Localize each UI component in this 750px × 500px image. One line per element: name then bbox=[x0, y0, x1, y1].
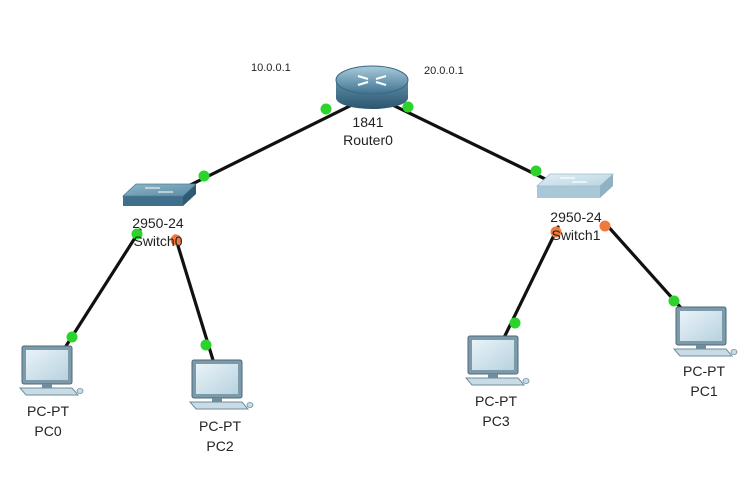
switch1-name-label: Switch1 bbox=[551, 227, 600, 243]
port-light-pc2 bbox=[200, 339, 212, 351]
cable-switch0-pc0[interactable] bbox=[50, 228, 142, 370]
pc2-model-label: PC-PT bbox=[199, 418, 241, 434]
router-top bbox=[335, 65, 409, 95]
router0-name-label: Router0 bbox=[343, 132, 393, 148]
port-light-switch1-pc1 bbox=[599, 220, 611, 232]
cable-router0-switch1[interactable] bbox=[370, 93, 574, 194]
pc2-name-label: PC2 bbox=[206, 438, 233, 454]
port-lights bbox=[66, 101, 680, 351]
switch1-model-label: 2950-24 bbox=[550, 209, 602, 225]
pc1[interactable] bbox=[673, 306, 738, 357]
port-light-switch1-uplink bbox=[530, 165, 542, 177]
switch0-top bbox=[121, 183, 198, 197]
cable-switch0-pc2[interactable] bbox=[173, 234, 215, 362]
pc0-name-label: PC0 bbox=[34, 423, 61, 439]
switch1-top bbox=[535, 173, 615, 187]
switch0-model-label: 2950-24 bbox=[132, 215, 184, 231]
ip-label-left: 10.0.0.1 bbox=[251, 62, 291, 74]
pc3-name-label: PC3 bbox=[482, 413, 509, 429]
switch0-side bbox=[183, 184, 196, 206]
switch1[interactable] bbox=[535, 173, 615, 198]
ip-label-right: 20.0.0.1 bbox=[424, 65, 464, 77]
router0-model-label: 1841 bbox=[352, 114, 383, 130]
pc3-computer-icon bbox=[465, 335, 530, 386]
port-light-switch0-pc2 bbox=[170, 234, 182, 246]
pc3-model-label: PC-PT bbox=[475, 393, 517, 409]
labels: 10.0.0.1 20.0.0.1 1841 Router0 2950-24 S… bbox=[27, 62, 725, 454]
router0[interactable] bbox=[335, 65, 409, 109]
pc1-model-label: PC-PT bbox=[683, 363, 725, 379]
pc1-name-label: PC1 bbox=[690, 383, 717, 399]
switch1-side bbox=[600, 174, 613, 198]
port-light-pc1 bbox=[668, 295, 680, 307]
port-light-switch1-pc3 bbox=[550, 226, 562, 238]
port-light-pc0 bbox=[66, 331, 78, 343]
port-light-router0-left bbox=[320, 103, 332, 115]
switch0-front bbox=[123, 196, 183, 206]
port-light-switch0-uplink bbox=[198, 170, 210, 182]
switch0-arrows-icon bbox=[145, 187, 173, 193]
cable-switch1-pc3[interactable] bbox=[496, 225, 560, 352]
port-light-pc3 bbox=[509, 317, 521, 329]
port-light-switch0-pc0 bbox=[131, 228, 143, 240]
pc3[interactable] bbox=[465, 335, 530, 386]
pc0[interactable] bbox=[19, 345, 84, 396]
pc0-computer-icon bbox=[19, 345, 84, 396]
router-arrows-icon bbox=[357, 75, 387, 86]
switch0-name-label: Switch0 bbox=[133, 233, 182, 249]
port-light-router0-right bbox=[402, 101, 414, 113]
cable-router0-switch0[interactable] bbox=[158, 93, 374, 202]
switch1-arrows-icon bbox=[560, 177, 587, 183]
pc2[interactable] bbox=[189, 359, 254, 410]
pc2-computer-icon bbox=[189, 359, 254, 410]
pc1-computer-icon bbox=[673, 306, 738, 357]
pc0-model-label: PC-PT bbox=[27, 403, 69, 419]
switch0[interactable] bbox=[121, 183, 198, 206]
switch1-front bbox=[537, 186, 600, 198]
